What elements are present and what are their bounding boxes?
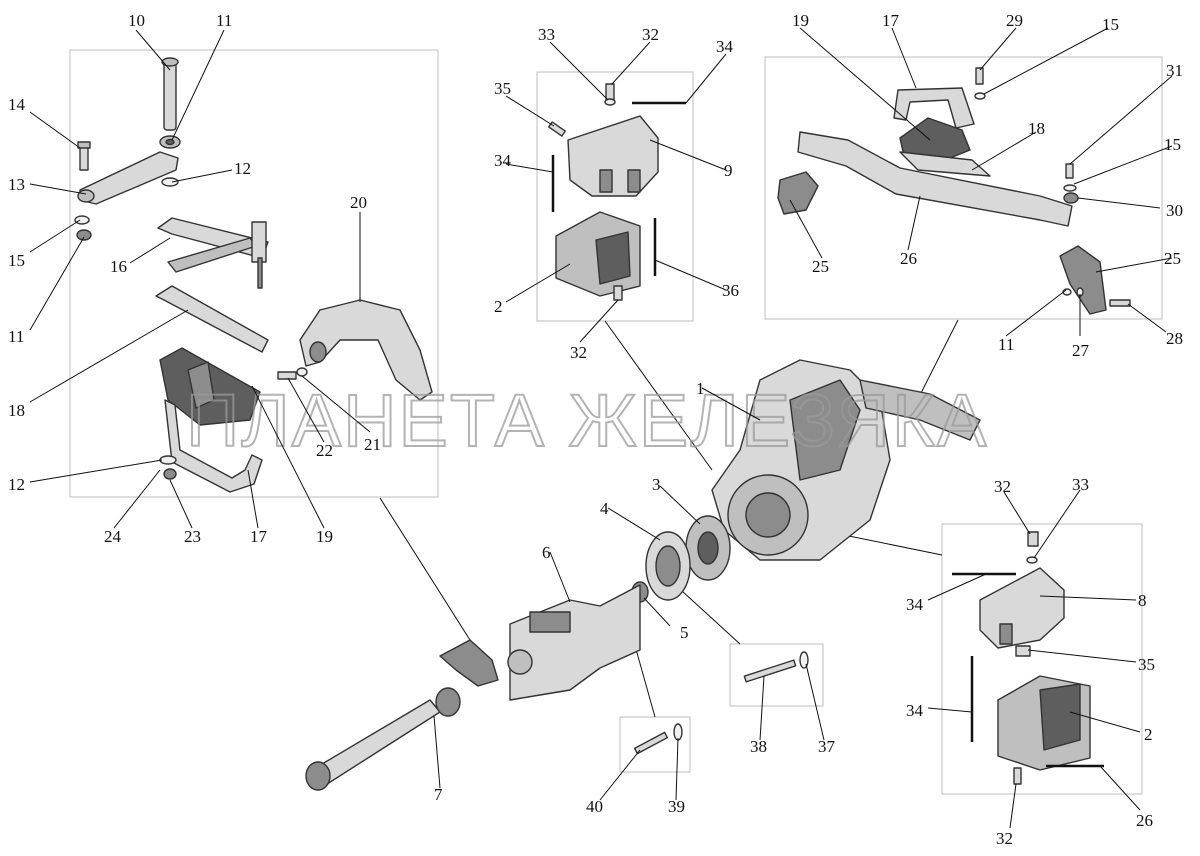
callout-33: 33: [538, 25, 555, 44]
callout-33: 33: [1072, 475, 1089, 494]
steering-pin-part: [161, 57, 179, 131]
pressure-plate-part: [645, 531, 691, 601]
callout-11: 11: [998, 335, 1014, 354]
callout-38: 38: [750, 737, 767, 756]
callout-18: 18: [8, 401, 25, 420]
top-right-group-frame: [764, 56, 1163, 320]
callout-13: 13: [8, 175, 25, 194]
callout-25: 25: [812, 257, 829, 276]
callout-34: 34: [906, 595, 924, 614]
beam-bracket-part: [893, 87, 991, 177]
callout-5: 5: [680, 623, 689, 642]
propeller-shaft-part: [305, 687, 461, 791]
callout-34: 34: [716, 37, 734, 56]
callout-18: 18: [1028, 119, 1045, 138]
callout-32: 32: [994, 477, 1011, 496]
right-bracket-25-part: [1059, 245, 1131, 315]
callout-32: 32: [642, 25, 659, 44]
callout-6: 6: [542, 543, 551, 562]
callout-7: 7: [434, 785, 443, 804]
callout-26: 26: [1136, 811, 1153, 830]
front-beam-part: [797, 131, 1073, 227]
nut-part: [159, 135, 181, 149]
callout-34: 34: [906, 701, 924, 720]
callout-24: 24: [104, 527, 122, 546]
shift-mechanism-part: [439, 639, 499, 687]
callout-22: 22: [316, 441, 333, 460]
callout-2: 2: [494, 297, 503, 316]
bolts-37-38-39-40: [633, 651, 809, 755]
lower-support-bracket-part: [979, 567, 1065, 649]
bracket-lever-part: [157, 217, 269, 289]
callout-12: 12: [234, 159, 251, 178]
callout-17: 17: [250, 527, 268, 546]
u-clamp-part: [164, 399, 263, 493]
callout-32: 32: [570, 343, 587, 362]
nut-part-lower: [76, 229, 92, 241]
callout-17: 17: [882, 11, 900, 30]
callout-21: 21: [364, 435, 381, 454]
callout-1: 1: [696, 379, 705, 398]
callout-36: 36: [722, 281, 739, 300]
left-bracket-25-part: [777, 171, 819, 215]
rubber-cushion-part: [159, 347, 261, 426]
callout-11: 11: [216, 11, 232, 30]
clutch-disc-part: [685, 515, 731, 581]
callout-11: 11: [8, 327, 24, 346]
mounting-plate-part: [155, 285, 269, 353]
lower-mount-bars: [952, 572, 1104, 768]
top-center-group-frame: [536, 71, 694, 322]
washer-part: [74, 177, 179, 225]
callout-25: 25: [1164, 249, 1181, 268]
callout-39: 39: [668, 797, 685, 816]
callout-20: 20: [350, 193, 367, 212]
callout-15: 15: [8, 251, 25, 270]
callout-30: 30: [1166, 201, 1183, 220]
engine-part: [711, 359, 981, 561]
callout-numbers: 10 11 14 13 12 15 16 11 20 18 22 21 12 2…: [8, 11, 1183, 848]
leader-lines: [29, 27, 1173, 829]
callout-28: 28: [1166, 329, 1183, 348]
lower-mount-cushion-part: [997, 675, 1091, 771]
gearbox-part: [507, 584, 641, 701]
callout-27: 27: [1072, 341, 1090, 360]
left-group-frame: [69, 49, 439, 498]
callout-3: 3: [652, 475, 661, 494]
lower-mount-bolts: [1013, 531, 1039, 785]
watermark: ПЛАНЕТА ЖЕЛЕЗЯКА: [186, 379, 988, 462]
engine-mount-cushion-part: [555, 211, 641, 297]
callout-2: 2: [1144, 725, 1153, 744]
washer-nut-part: [159, 455, 177, 480]
callout-26: 26: [900, 249, 917, 268]
bottom-right-group-frame: [941, 523, 1143, 795]
callout-35: 35: [494, 79, 511, 98]
callout-23: 23: [184, 527, 201, 546]
callout-9: 9: [724, 161, 733, 180]
callout-8: 8: [1138, 591, 1147, 610]
callout-34: 34: [494, 151, 512, 170]
callout-19: 19: [316, 527, 333, 546]
callout-40: 40: [586, 797, 603, 816]
small-bolt-part: [277, 367, 308, 380]
lever-arm-part: [77, 151, 179, 205]
callout-35: 35: [1138, 655, 1155, 674]
mount-bars: [551, 101, 686, 276]
callout-15: 15: [1102, 15, 1119, 34]
callout-31: 31: [1166, 61, 1183, 80]
callout-32: 32: [996, 829, 1013, 848]
callout-19: 19: [792, 11, 809, 30]
callout-29: 29: [1006, 11, 1023, 30]
callout-12: 12: [8, 475, 25, 494]
right-top-bolts: [974, 67, 1079, 204]
callout-16: 16: [110, 257, 127, 276]
upper-support-bracket-part: [567, 115, 659, 197]
clutch-bolt-frame: [729, 643, 824, 707]
callout-14: 14: [8, 95, 26, 114]
callout-15: 15: [1164, 135, 1181, 154]
callout-10: 10: [128, 11, 145, 30]
callout-37: 37: [818, 737, 836, 756]
callout-4: 4: [600, 499, 609, 518]
bolt-part: [77, 141, 91, 171]
